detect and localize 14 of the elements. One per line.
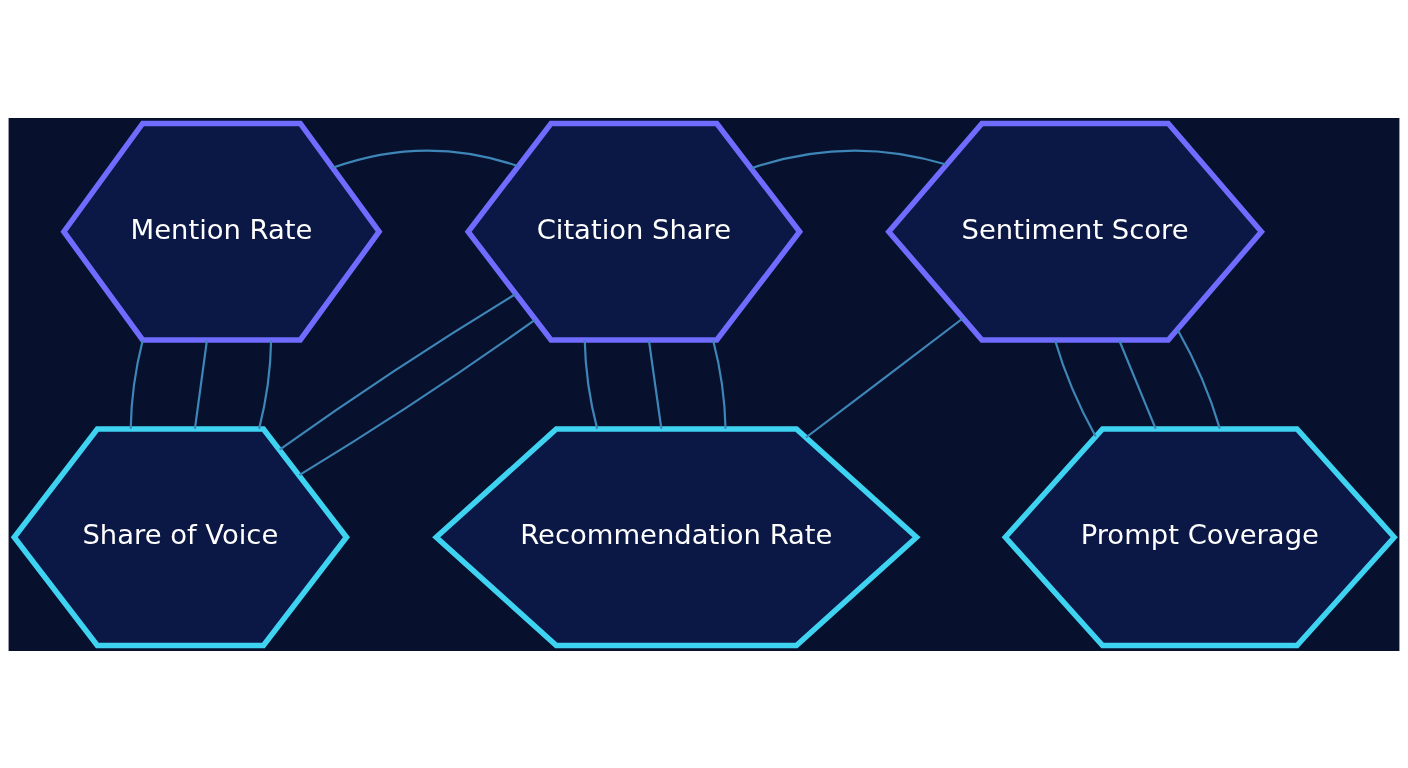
connector [1176,328,1221,429]
connector [647,339,663,429]
connector [1118,339,1157,429]
connector [193,339,208,429]
connector [332,148,519,169]
connector [805,316,964,438]
connector [1054,339,1097,437]
connector [751,149,947,169]
connector [298,318,536,476]
connector [279,292,517,450]
connector [583,339,599,429]
connector [129,339,144,429]
connector [712,339,727,429]
connector [258,339,273,429]
